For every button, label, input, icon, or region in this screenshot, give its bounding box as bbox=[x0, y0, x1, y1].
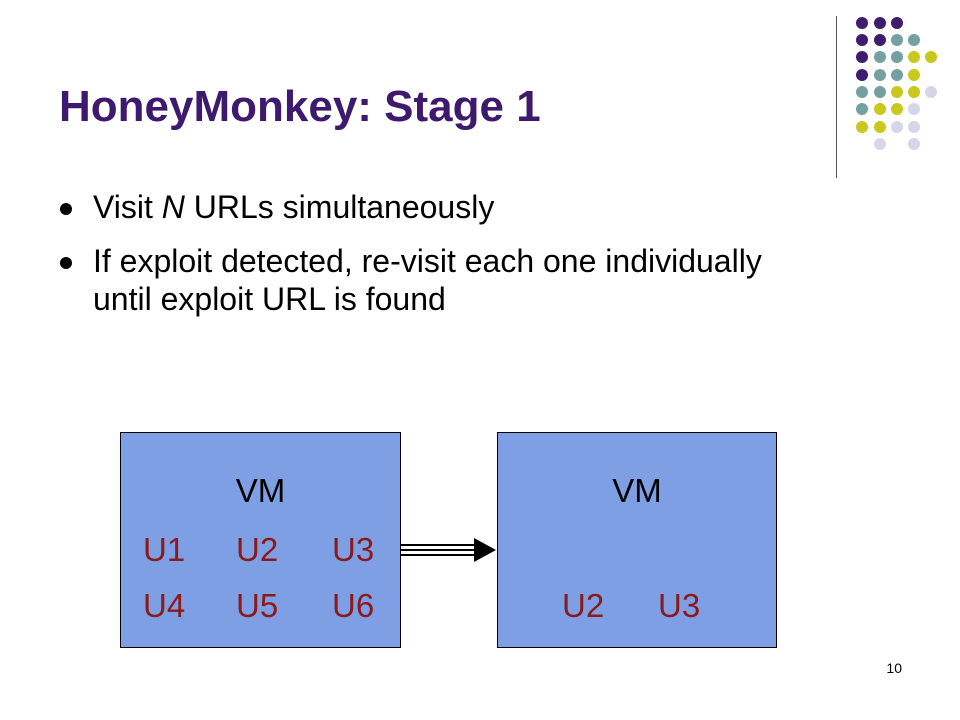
url-label: U1 bbox=[143, 531, 186, 568]
dot bbox=[891, 34, 903, 46]
dot bbox=[891, 51, 903, 63]
dot bbox=[891, 86, 903, 98]
dot bbox=[908, 86, 920, 98]
vm-box-right: VM U2 U3 bbox=[497, 432, 777, 648]
bullet-dot-icon bbox=[60, 203, 72, 215]
bullet-text-part: Visit bbox=[93, 189, 162, 225]
url-label: U6 bbox=[332, 587, 375, 624]
url-label: U2 bbox=[562, 587, 605, 624]
dot bbox=[908, 34, 920, 46]
dot bbox=[891, 69, 903, 81]
bullet-item: Visit N URLs simultaneously bbox=[60, 188, 780, 226]
dot bbox=[908, 138, 920, 150]
url-label: U3 bbox=[658, 587, 701, 624]
dot bbox=[908, 121, 920, 133]
dot bbox=[856, 17, 868, 29]
slide-number: 10 bbox=[886, 660, 902, 676]
dot bbox=[874, 69, 886, 81]
url-label: U2 bbox=[236, 531, 279, 568]
vm-label: VM bbox=[235, 472, 286, 509]
dot bbox=[874, 86, 886, 98]
title-divider-line bbox=[836, 16, 837, 178]
dot bbox=[908, 103, 920, 115]
dot bbox=[908, 69, 920, 81]
dot bbox=[891, 103, 903, 115]
dot bbox=[925, 51, 937, 63]
bullet-text-part: URLs simultaneously bbox=[184, 189, 495, 225]
vm-box-left: VM U1 U2 U3 U4 U5 U6 bbox=[120, 432, 401, 648]
bullet-text: If exploit detected, re-visit each one i… bbox=[93, 243, 762, 317]
dot bbox=[856, 51, 868, 63]
dot bbox=[925, 86, 937, 98]
bullet-list: Visit N URLs simultaneously If exploit d… bbox=[60, 188, 780, 334]
bullet-dot-icon bbox=[60, 257, 72, 269]
dot bbox=[874, 138, 886, 150]
bullet-text: Visit N URLs simultaneously bbox=[93, 189, 494, 225]
dot bbox=[874, 34, 886, 46]
url-label: U3 bbox=[332, 531, 375, 568]
dot bbox=[891, 17, 903, 29]
dot bbox=[891, 121, 903, 133]
dot bbox=[874, 121, 886, 133]
url-label: U5 bbox=[236, 587, 279, 624]
bullet-italic-variable: N bbox=[161, 189, 185, 225]
dot bbox=[856, 69, 868, 81]
arrow-right-icon bbox=[400, 538, 496, 562]
slide-title: HoneyMonkey: Stage 1 bbox=[59, 82, 541, 131]
dot bbox=[856, 34, 868, 46]
dot bbox=[856, 121, 868, 133]
dot bbox=[874, 51, 886, 63]
dot bbox=[874, 103, 886, 115]
dot bbox=[908, 51, 920, 63]
dot bbox=[856, 86, 868, 98]
url-label: U4 bbox=[143, 587, 186, 624]
dot bbox=[874, 17, 886, 29]
vm-label: VM bbox=[612, 472, 662, 509]
bullet-item: If exploit detected, re-visit each one i… bbox=[60, 242, 780, 318]
dot bbox=[856, 103, 868, 115]
